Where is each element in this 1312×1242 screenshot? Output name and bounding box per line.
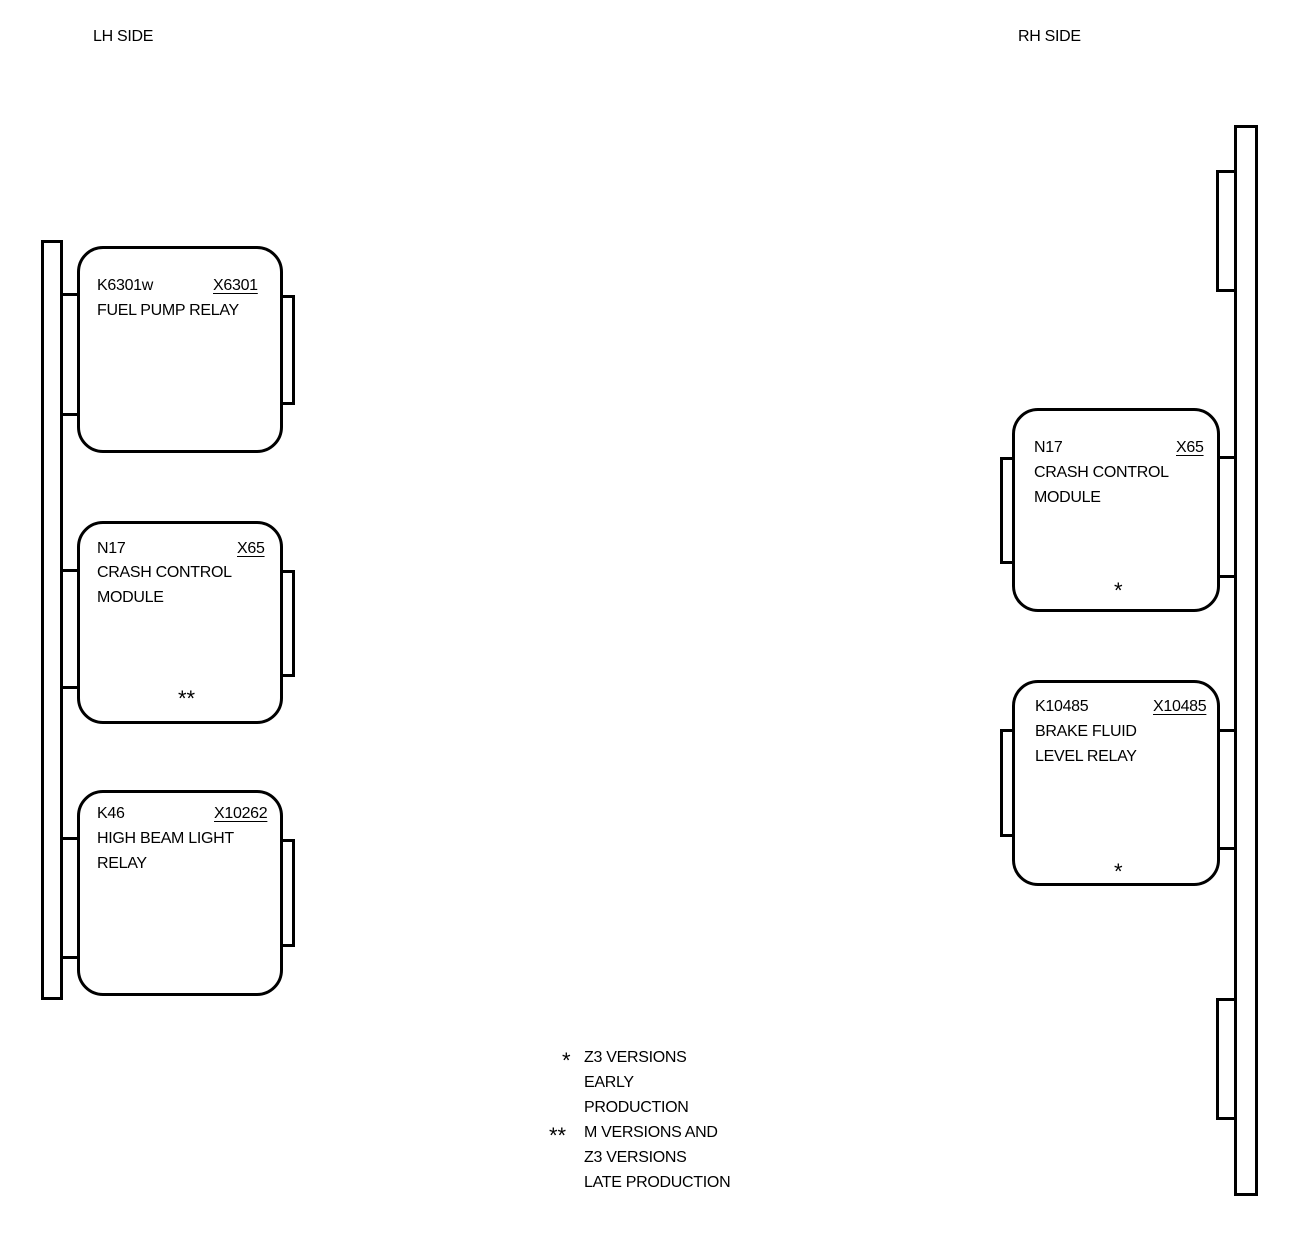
legend-item-1-line-3: PRODUCTION bbox=[584, 1099, 689, 1116]
rh-module-2-bracket-bottom bbox=[1214, 847, 1236, 850]
rh-rail-lower-tab bbox=[1216, 998, 1237, 1120]
lh-module-1[interactable] bbox=[77, 246, 283, 453]
rh-mounting-rail bbox=[1234, 125, 1258, 1196]
rh-module-1[interactable] bbox=[1012, 408, 1220, 612]
lh-module-3-line-2: RELAY bbox=[97, 855, 147, 872]
rh-side-label: RH SIDE bbox=[1018, 28, 1081, 45]
rh-module-1-line-1: CRASH CONTROL bbox=[1034, 464, 1169, 481]
rh-module-1-connector: X65 bbox=[1176, 439, 1204, 456]
legend-symbol-single: * bbox=[562, 1048, 571, 1073]
legend-item-2-line-2: Z3 VERSIONS bbox=[584, 1149, 687, 1166]
lh-module-2-mark: ** bbox=[178, 686, 196, 711]
rh-module-2-code: K10485 bbox=[1035, 698, 1089, 715]
rh-module-2-line-2: LEVEL RELAY bbox=[1035, 748, 1137, 765]
lh-mounting-rail bbox=[41, 240, 63, 1000]
lh-module-1-bracket-top bbox=[61, 293, 81, 296]
legend-item-2-line-3: LATE PRODUCTION bbox=[584, 1174, 731, 1191]
lh-side-label: LH SIDE bbox=[93, 28, 154, 45]
lh-module-1-line-1: FUEL PUMP RELAY bbox=[97, 302, 239, 319]
rh-module-2-bracket-top bbox=[1214, 729, 1236, 732]
lh-module-3-line-1: HIGH BEAM LIGHT bbox=[97, 830, 234, 847]
rh-module-1-line-2: MODULE bbox=[1034, 489, 1101, 506]
lh-module-2-connector: X65 bbox=[237, 540, 265, 557]
rh-module-1-code: N17 bbox=[1034, 439, 1063, 456]
rh-module-1-bracket-bottom bbox=[1214, 575, 1236, 578]
lh-module-2-bracket-top bbox=[61, 569, 81, 572]
legend-item-1-line-2: EARLY bbox=[584, 1074, 634, 1091]
rh-rail-upper-tab bbox=[1216, 170, 1237, 292]
lh-module-2-line-2: MODULE bbox=[97, 589, 164, 606]
lh-module-2-code: N17 bbox=[97, 540, 126, 557]
legend-item-1-line-1: Z3 VERSIONS bbox=[584, 1049, 687, 1066]
rh-module-2-line-1: BRAKE FLUID bbox=[1035, 723, 1137, 740]
lh-module-3-code: K46 bbox=[97, 805, 125, 822]
lh-module-2-line-1: CRASH CONTROL bbox=[97, 564, 232, 581]
lh-module-3-bracket-top bbox=[61, 837, 81, 840]
legend-symbol-double: ** bbox=[549, 1123, 567, 1148]
lh-module-3-bracket-bottom bbox=[61, 956, 81, 959]
rh-module-2-mark: * bbox=[1114, 859, 1123, 884]
rh-module-1-mark: * bbox=[1114, 578, 1123, 603]
rh-module-2[interactable] bbox=[1012, 680, 1220, 886]
lh-module-1-bracket-bottom bbox=[61, 413, 81, 416]
rh-module-2-connector: X10485 bbox=[1153, 698, 1207, 715]
lh-module-1-code: K6301w bbox=[97, 277, 154, 294]
lh-module-2[interactable] bbox=[77, 521, 283, 724]
lh-module-3-connector: X10262 bbox=[214, 805, 268, 822]
legend-item-2-line-1: M VERSIONS AND bbox=[584, 1124, 718, 1141]
lh-module-2-bracket-bottom bbox=[61, 686, 81, 689]
lh-module-3[interactable] bbox=[77, 790, 283, 996]
rh-module-1-bracket-top bbox=[1214, 456, 1236, 459]
lh-module-1-connector: X6301 bbox=[213, 277, 258, 294]
